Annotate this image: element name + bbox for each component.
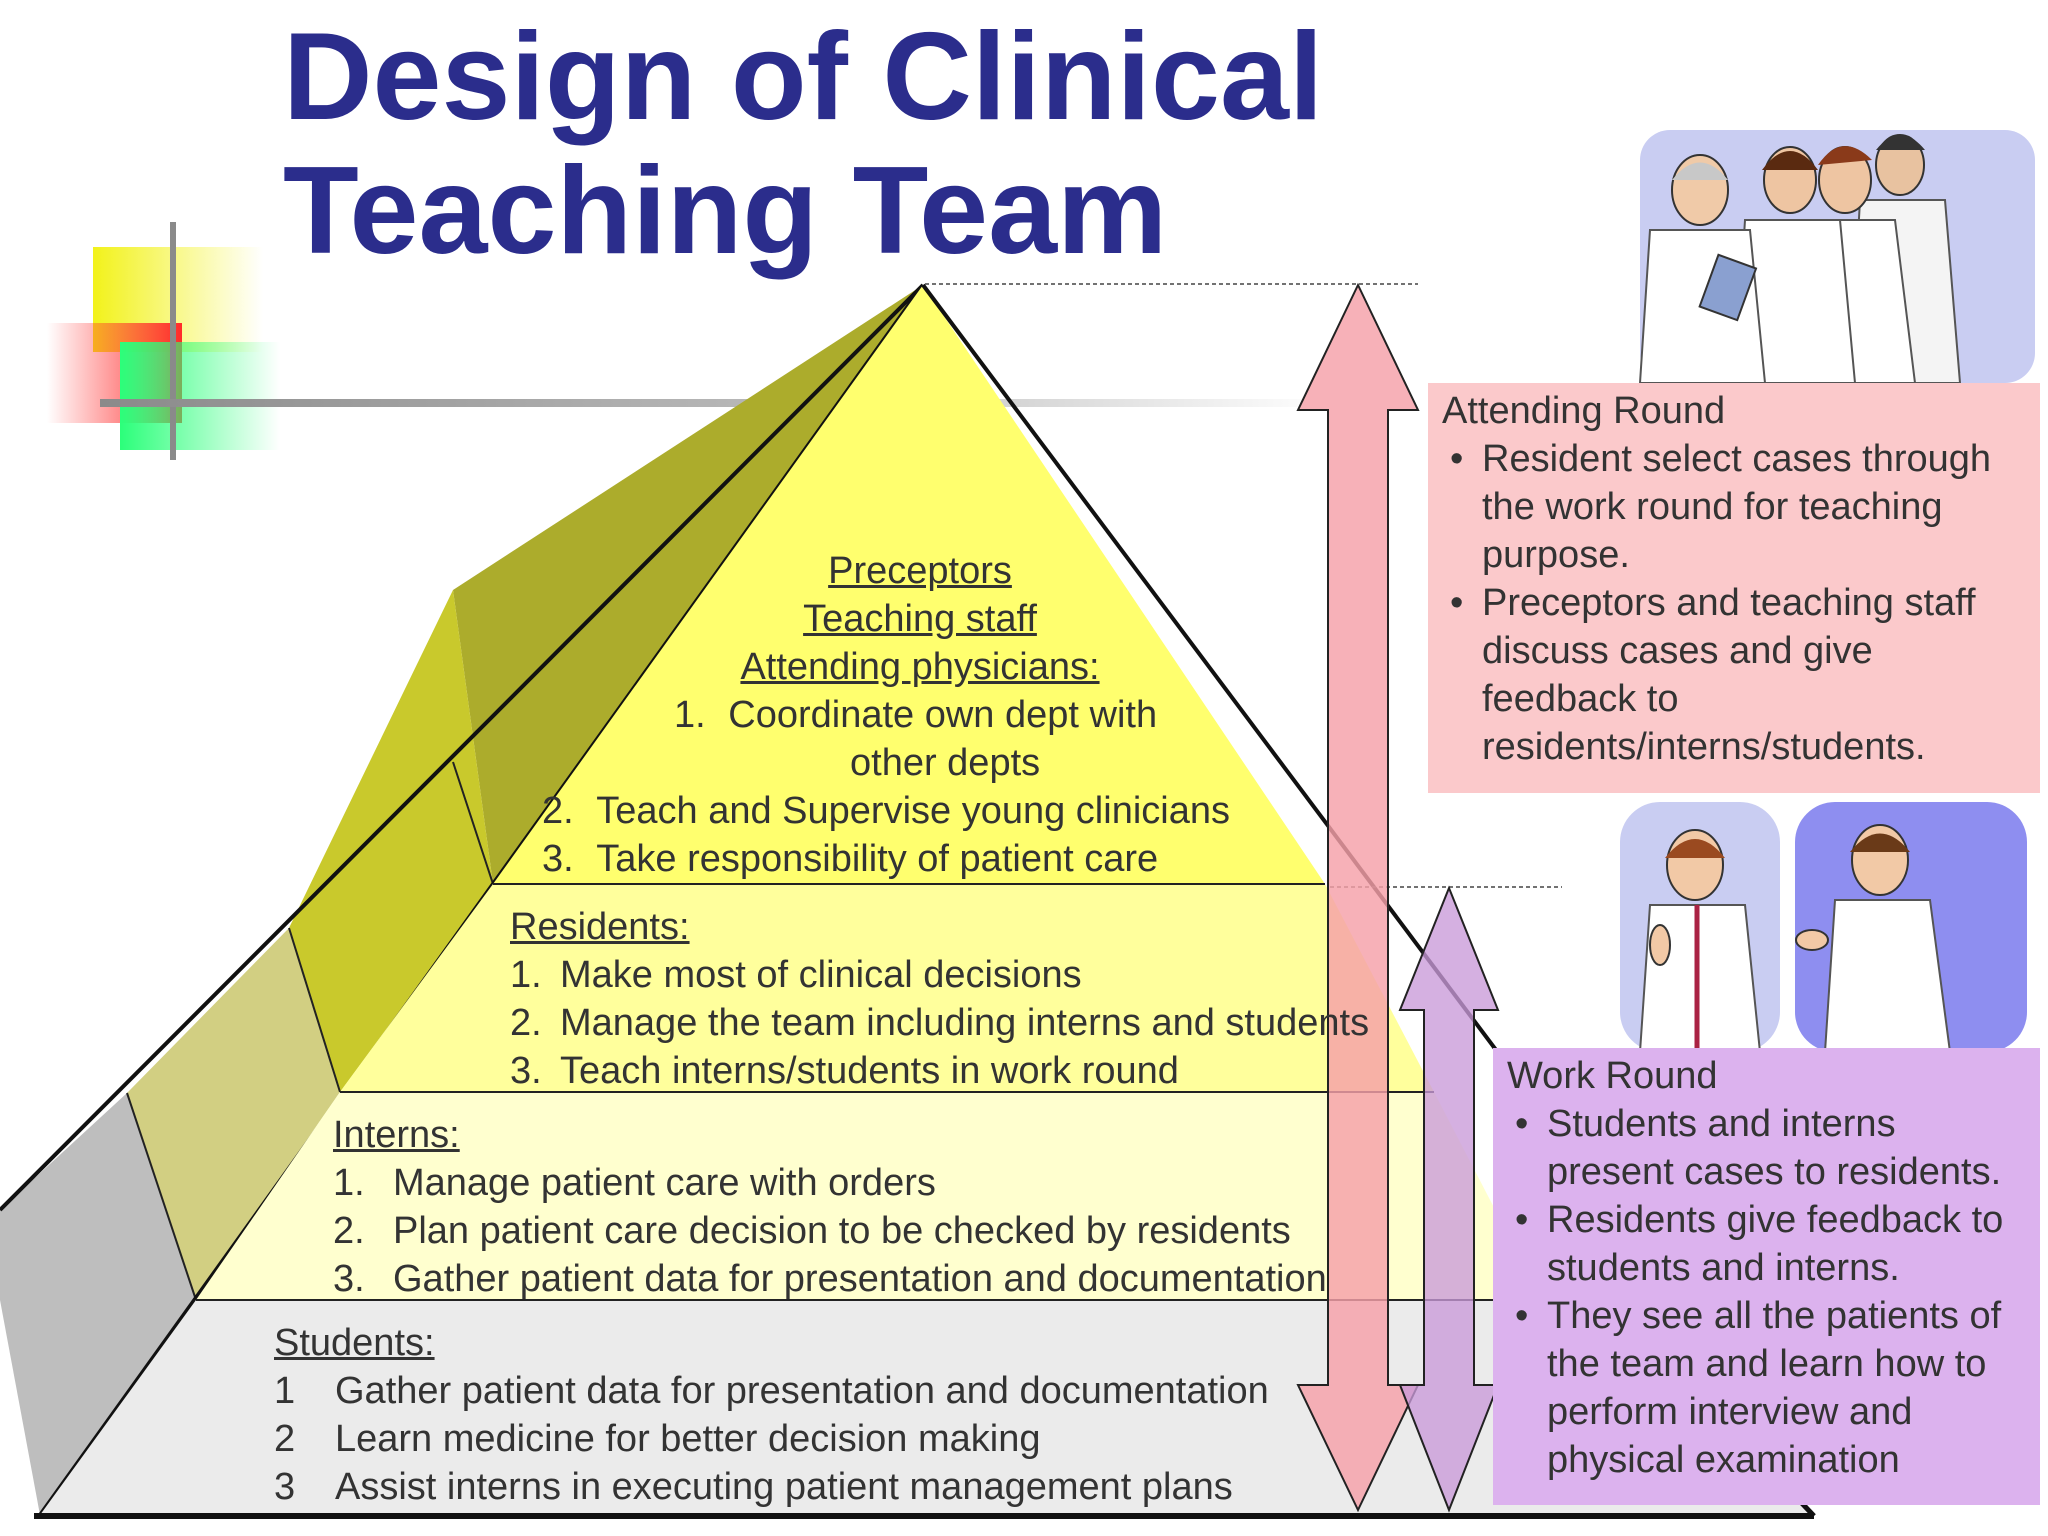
list-item: 3. Gather patient data for presentation a…: [333, 1255, 1393, 1303]
attending-round-box: Attending Round Resident select cases th…: [1428, 383, 2040, 793]
work-round-box: Work Round Students and interns present …: [1493, 1048, 2040, 1505]
list-item: 2. Manage the team including interns and …: [510, 999, 1430, 1047]
list-item: Resident select cases through the work r…: [1442, 435, 2026, 579]
attending-round-title: Attending Round: [1442, 390, 1726, 432]
item-text: Teach and Supervise young clinicians: [596, 790, 1230, 832]
tier-list: 1 Gather patient data for presentation an…: [274, 1367, 1394, 1511]
tier-list: 1. Manage patient care with orders 2. Plan…: [333, 1159, 1393, 1303]
pyramid-side-face: [0, 283, 925, 1517]
item-text: Make most of clinical decisions: [560, 954, 1082, 996]
title-line-2: Teaching Team: [283, 142, 1168, 280]
item-text: Gather patient data for presentation and…: [393, 1258, 1327, 1300]
item-number: 2: [274, 1418, 296, 1460]
page-title: Design of Clinical Teaching Team: [283, 10, 1323, 278]
item-text: Teach interns/students in work round: [560, 1050, 1179, 1092]
doctors-group-icon: [1638, 130, 2035, 384]
tier-heading: Residents:: [510, 906, 690, 948]
list-item: 3. Take responsibility of patient care: [542, 835, 1280, 883]
item-text: Coordinate own dept with: [728, 694, 1158, 736]
list-item: 3. Teach interns/students in work round: [510, 1047, 1430, 1095]
tier-heading: Preceptors: [828, 550, 1012, 592]
item-number: 3.: [542, 838, 574, 880]
item-text: Plan patient care decision to be checked…: [393, 1210, 1291, 1252]
item-text: Gather patient data for presentation and…: [335, 1370, 1269, 1412]
list-item: 1. Make most of clinical decisions: [510, 951, 1430, 999]
item-number: 1.: [333, 1162, 365, 1204]
item-number: 1.: [510, 954, 542, 996]
work-round-list: Students and interns present cases to re…: [1507, 1100, 2026, 1484]
tier-heading: Teaching staff: [803, 598, 1037, 640]
item-number: 3: [274, 1466, 296, 1508]
tier-students: Students: 1 Gather patient data for prese…: [274, 1319, 1394, 1511]
tier-residents: Residents: 1. Make most of clinical decis…: [510, 903, 1430, 1095]
title-line-1: Design of Clinical: [283, 8, 1324, 146]
list-item: 2 Learn medicine for better decision maki…: [274, 1415, 1394, 1463]
two-doctors-icon: [1620, 802, 2027, 1053]
list-item: Students and interns present cases to re…: [1507, 1100, 2026, 1196]
tier-heading: Interns:: [333, 1114, 460, 1156]
list-item: 2. Teach and Supervise young clinicians: [542, 787, 1280, 835]
item-text: Manage the team including interns and st…: [560, 1002, 1370, 1044]
work-round-arrow-icon: [1398, 885, 1500, 1513]
list-item: Residents give feedback to students and …: [1507, 1196, 2026, 1292]
work-round-title: Work Round: [1507, 1055, 1718, 1097]
item-text: Assist interns in executing patient mana…: [335, 1466, 1233, 1508]
list-item: 3 Assist interns in executing patient man…: [274, 1463, 1394, 1511]
item-number: 3.: [510, 1050, 542, 1092]
attending-round-arrow-icon: [1296, 282, 1420, 1513]
item-number: 2.: [542, 790, 574, 832]
list-item: 1. Coordinate own dept with: [560, 691, 1280, 739]
tier-interns: Interns: 1. Manage patient care with orde…: [333, 1111, 1393, 1303]
list-item: 1. Manage patient care with orders: [333, 1159, 1393, 1207]
item-text: Learn medicine for better decision makin…: [335, 1418, 1041, 1460]
list-item: Preceptors and teaching staff discuss ca…: [1442, 579, 2026, 771]
item-text: Take responsibility of patient care: [596, 838, 1159, 880]
tier-heading: Attending physicians:: [740, 646, 1100, 688]
item-number: 2.: [333, 1210, 365, 1252]
list-item: 2. Plan patient care decision to be check…: [333, 1207, 1393, 1255]
list-item: They see all the patients of the team an…: [1507, 1292, 2026, 1484]
tier-list: 1. Make most of clinical decisions 2. Mana…: [510, 951, 1430, 1095]
color-squares-icon: [47, 222, 1330, 460]
item-number: 3.: [333, 1258, 365, 1300]
item-number: 1.: [674, 694, 706, 736]
list-item: 1 Gather patient data for presentation an…: [274, 1367, 1394, 1415]
item-number: 2.: [510, 1002, 542, 1044]
item-number: 1: [274, 1370, 296, 1412]
item-text: Manage patient care with orders: [393, 1162, 936, 1204]
tier-heading: Students:: [274, 1322, 435, 1364]
tier-preceptors: Preceptors Teaching staff Attending phys…: [542, 547, 1280, 883]
attending-round-list: Resident select cases through the work r…: [1442, 435, 2026, 771]
list-item-continuation: other depts: [850, 742, 1041, 784]
